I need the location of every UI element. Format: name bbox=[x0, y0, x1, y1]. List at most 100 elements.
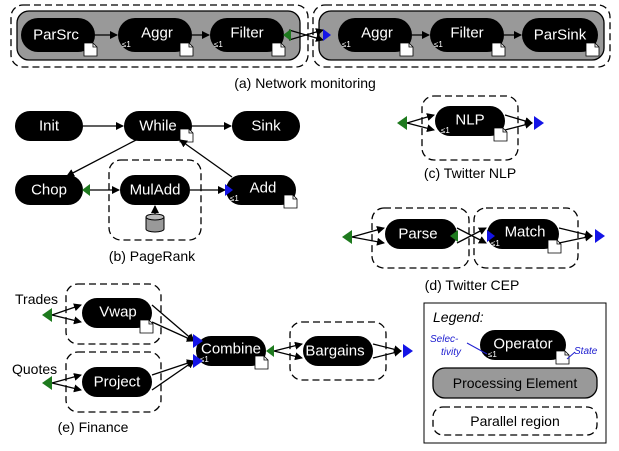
operator-label: Aggr bbox=[361, 25, 393, 42]
operator-combine: Combine ≤1 bbox=[196, 336, 269, 370]
operator-chop: Chop bbox=[15, 175, 83, 205]
merge-marker bbox=[323, 29, 331, 41]
state-icon bbox=[283, 194, 298, 209]
operator-label: Filter bbox=[450, 25, 483, 42]
operator-while: While bbox=[124, 111, 194, 143]
operator-nlp: NLP ≤1 bbox=[435, 106, 508, 142]
merge-marker bbox=[487, 230, 495, 242]
operator-label: ParSink bbox=[534, 27, 587, 44]
source-marker bbox=[342, 230, 352, 244]
operator-parsrc: ParSrc bbox=[21, 18, 98, 57]
caption-finance: (e) Finance bbox=[58, 419, 129, 435]
source-marker bbox=[397, 116, 407, 130]
legend-processing-element-label: Processing Element bbox=[453, 375, 578, 391]
parallel-region-nlp bbox=[421, 95, 519, 161]
operator-project: Project bbox=[82, 367, 152, 397]
operator-vwap: Vwap bbox=[82, 298, 154, 334]
state-icon bbox=[555, 350, 570, 365]
split-marker bbox=[450, 230, 458, 242]
operator-label: MulAdd bbox=[130, 182, 181, 199]
operator-sink: Sink bbox=[232, 111, 300, 141]
operator-muladd: MulAdd bbox=[120, 175, 190, 205]
state-icon bbox=[399, 42, 414, 57]
state-icon bbox=[139, 319, 154, 334]
caption-twitter-nlp: (c) Twitter NLP bbox=[424, 165, 516, 181]
caption-network-monitoring: (a) Network monitoring bbox=[234, 75, 376, 91]
pagerank-diagram: Init While Sink Chop MulAdd Add ≤1 bbox=[15, 111, 300, 264]
selectivity-label: ≤1 bbox=[434, 40, 443, 49]
operator-label: Project bbox=[94, 374, 142, 391]
operator-label: Vwap bbox=[99, 304, 137, 321]
operator-filter-1: Filter ≤1 bbox=[210, 18, 286, 57]
parallel-region-pagerank bbox=[108, 159, 202, 241]
legend-selectivity-label-2: tivity bbox=[441, 347, 462, 358]
operator-parse: Parse bbox=[385, 219, 457, 249]
parallel-region-project bbox=[65, 351, 162, 413]
edges-d bbox=[351, 226, 593, 246]
state-icon bbox=[254, 355, 269, 370]
legend-operator: Operator ≤1 bbox=[480, 330, 570, 365]
selectivity-label: ≤1 bbox=[491, 239, 500, 248]
operator-label: ParSrc bbox=[33, 27, 79, 44]
edges-c bbox=[406, 113, 533, 133]
quotes-label: Quotes bbox=[12, 361, 57, 377]
merge-marker bbox=[193, 334, 203, 348]
edges-b bbox=[66, 122, 233, 214]
operator-label: Filter bbox=[230, 25, 263, 42]
selectivity-label: ≤1 bbox=[342, 40, 351, 49]
operator-aggr-2: Aggr ≤1 bbox=[338, 18, 414, 57]
operator-label: Bargains bbox=[305, 343, 364, 360]
trades-label: Trades bbox=[15, 291, 58, 307]
operator-label: Add bbox=[250, 180, 277, 197]
operator-label: While bbox=[139, 118, 177, 135]
operator-bargains: Bargains bbox=[303, 336, 373, 366]
parallel-region-vwap bbox=[65, 283, 162, 345]
sink-marker bbox=[595, 229, 605, 243]
parallel-region-bargains bbox=[289, 321, 387, 381]
operator-label: Parse bbox=[398, 226, 437, 243]
sink-marker bbox=[534, 116, 544, 130]
finance-diagram: Trades Quotes Vwap Project Combine ≤1 Ba… bbox=[12, 283, 413, 435]
state-icon bbox=[585, 42, 600, 57]
operator-label: Init bbox=[39, 118, 60, 135]
state-icon bbox=[179, 128, 194, 143]
legend-state-pointer bbox=[566, 351, 576, 360]
operator-filter-2: Filter ≤1 bbox=[430, 18, 506, 57]
database-icon bbox=[145, 213, 165, 233]
state-icon bbox=[271, 42, 286, 57]
legend: Legend: Operator ≤1 Selec- tivity State … bbox=[423, 302, 607, 444]
selectivity-label: ≤1 bbox=[230, 194, 239, 203]
legend-processing-element bbox=[432, 367, 598, 399]
parallel-region-parse bbox=[371, 207, 470, 269]
operator-add: Add ≤1 bbox=[226, 175, 298, 209]
selectivity-label: ≤1 bbox=[200, 355, 209, 364]
selectivity-label: ≤1 bbox=[441, 126, 450, 135]
operator-label: Match bbox=[505, 224, 546, 241]
operator-label: NLP bbox=[455, 112, 484, 129]
operator-parsink: ParSink bbox=[522, 18, 600, 57]
operator-label: Sink bbox=[251, 118, 281, 135]
legend-parallel-region bbox=[432, 406, 598, 436]
quotes-source-marker bbox=[42, 376, 52, 390]
network-monitoring-diagram: ParSrc Aggr ≤1 Filter ≤1 Aggr ≤1 Filter … bbox=[10, 4, 611, 91]
legend-selectivity-pointer bbox=[466, 342, 488, 355]
selectivity-label: ≤1 bbox=[122, 40, 131, 49]
state-icon bbox=[83, 42, 98, 57]
edges-e bbox=[51, 303, 402, 393]
split-marker bbox=[283, 29, 291, 41]
sink-marker bbox=[403, 344, 413, 358]
operator-label: Combine bbox=[201, 341, 261, 358]
split-marker bbox=[82, 184, 90, 196]
operator-label: Chop bbox=[31, 182, 67, 199]
operator-aggr-1: Aggr ≤1 bbox=[118, 18, 194, 57]
selectivity-label: ≤1 bbox=[488, 350, 497, 359]
caption-pagerank: (b) PageRank bbox=[109, 248, 196, 264]
operator-label: Operator bbox=[493, 336, 552, 353]
twitter-cep-diagram: Parse Match ≤1 (d) Twitter CEP bbox=[342, 207, 605, 293]
operator-label: Aggr bbox=[141, 25, 173, 42]
legend-selectivity-label: Selec- bbox=[430, 334, 459, 345]
merge-marker bbox=[225, 184, 233, 196]
legend-state-label: State bbox=[574, 346, 598, 357]
state-icon bbox=[491, 42, 506, 57]
